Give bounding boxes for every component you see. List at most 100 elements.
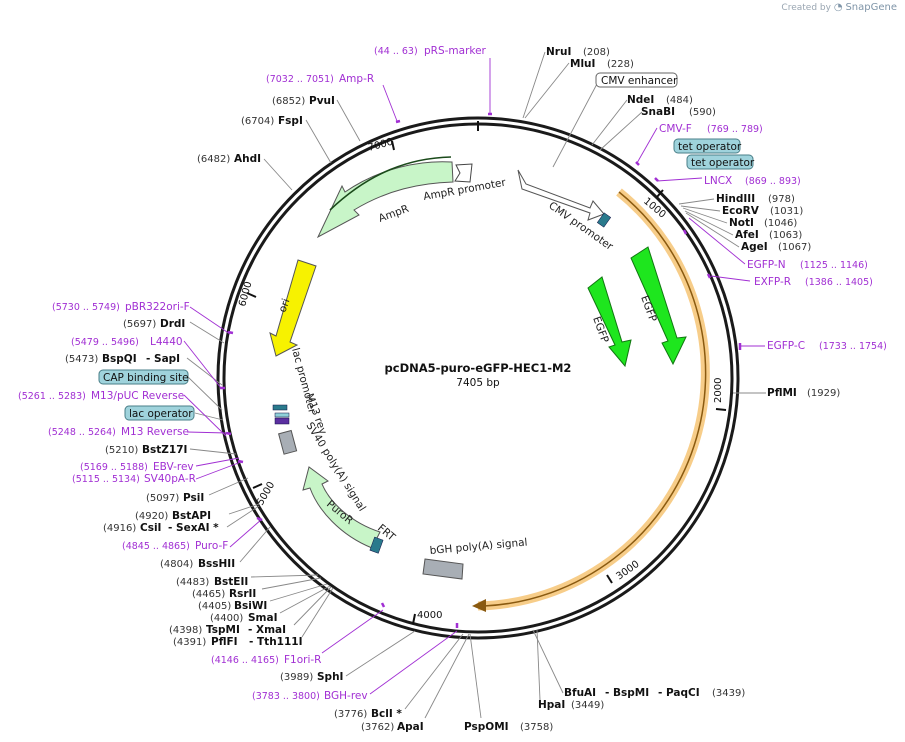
ori-label: ori (277, 297, 293, 314)
enzyme-hpai-pos: (3449) (571, 700, 604, 711)
enzyme-csii[interactable]: CsiI (140, 522, 161, 534)
enzyme-rsrii[interactable]: RsrII (229, 588, 256, 600)
primer-exfpr-range: (1386 .. 1405) (805, 277, 873, 288)
enzyme-bsteii-pos: (4483) (176, 577, 209, 588)
primer-purof-name[interactable]: Puro-F (195, 540, 228, 552)
enzyme-fspi[interactable]: FspI (278, 115, 303, 127)
primer-m13puc-name[interactable]: M13/pUC Reverse (91, 390, 184, 402)
enzyme-bsteii[interactable]: BstEII (214, 576, 248, 588)
leader-pvui (336, 99, 361, 142)
primer-egfpc-range: (1733 .. 1754) (819, 341, 887, 352)
tet-operator-box-1[interactable] (673, 138, 741, 154)
primer-lncx-name[interactable]: LNCX (704, 175, 732, 187)
egfp-inner-arrow (587, 276, 632, 368)
leader-agei (685, 212, 740, 248)
primer-f1ori-name[interactable]: F1ori-R (284, 654, 321, 666)
ampr-dark-stripe (329, 156, 452, 211)
enzyme-pvui[interactable]: PvuI (309, 95, 335, 107)
primer-bghrev-range: (3783 .. 3800) (252, 691, 320, 702)
puror-arrow (302, 466, 381, 549)
enzyme-bspmi[interactable]: - BspMI (605, 687, 649, 699)
primer-pbr-range: (5730 .. 5749) (52, 302, 120, 313)
enzyme-sapi[interactable]: - SapI (146, 353, 180, 365)
enzyme-sexai[interactable]: - SexAI * (168, 522, 219, 534)
enzyme-psii[interactable]: PsiI (183, 492, 204, 504)
enzyme-pflmi[interactable]: PflMI (767, 387, 797, 399)
frt-marker (369, 536, 384, 554)
primer-leader-cmvf (636, 127, 658, 164)
primer-ampr-name[interactable]: Amp-R (339, 73, 374, 85)
enzyme-agei[interactable]: AgeI (741, 241, 768, 253)
enzyme-paqci[interactable]: - PaqCI (658, 687, 700, 699)
enzyme-bstapi[interactable]: BstAPI (172, 510, 211, 522)
enzyme-ecorv[interactable]: EcoRV (722, 205, 760, 217)
enzyme-bfuai[interactable]: BfuAI (564, 687, 596, 699)
primer-ebv-name[interactable]: EBV-rev (153, 461, 194, 473)
hec1-orange-arc-line (483, 191, 707, 607)
sv40-polya-box (278, 429, 298, 455)
lac-operator-label: lac operator (129, 408, 193, 420)
primer-site-purof (256, 516, 263, 522)
primer-egfpc-name[interactable]: EGFP-C (767, 340, 805, 352)
primer-f1ori-range: (4146 .. 4165) (211, 655, 279, 666)
primer-cmvf-name[interactable]: CMV-F (659, 123, 692, 135)
primer-site-cmvf (635, 161, 640, 166)
enzyme-snabi[interactable]: SnaBI (641, 106, 675, 118)
enzyme-ndei[interactable]: NdeI (627, 94, 654, 106)
enzyme-drdi[interactable]: DrdI (160, 318, 185, 330)
primer-labels: (44 .. 63) pRS-marker (7032 .. 7051) Amp… (18, 45, 887, 702)
brand-created-by: Created by (781, 3, 831, 13)
enzyme-tth111i[interactable]: - Tth111I (249, 636, 303, 648)
leader-hpai (536, 629, 541, 701)
cap-binding-box[interactable] (98, 369, 189, 385)
enzyme-nrui[interactable]: NruI (546, 46, 571, 58)
enzyme-mlui[interactable]: MluI (570, 58, 595, 70)
leader-bstz17i (189, 448, 237, 455)
enzyme-smai[interactable]: SmaI (248, 612, 278, 624)
primer-bghrev-name[interactable]: BGH-rev (324, 690, 368, 702)
tet-operator-box-2[interactable] (686, 154, 754, 170)
lac-operator-box[interactable] (124, 405, 195, 421)
tick-label-3000: 3000 (614, 559, 641, 583)
enzyme-noti[interactable]: NotI (729, 217, 754, 229)
enzyme-apai[interactable]: ApaI (397, 721, 424, 733)
primer-pbr-name[interactable]: pBR322ori-F (125, 301, 190, 313)
primer-exfpr-name[interactable]: EXFP-R (754, 276, 791, 288)
primer-sv40-name[interactable]: SV40pA-R (144, 473, 196, 485)
primer-l4440-name[interactable]: L4440 (150, 336, 183, 348)
enzyme-bspqi[interactable]: BspQI (102, 353, 137, 365)
enzyme-rsrii-pos: (4465) (192, 589, 225, 600)
egfp-outer-arrow (630, 246, 687, 366)
enzyme-apai-pos: (3762) (361, 722, 394, 733)
primer-prs-name[interactable]: pRS-marker (424, 45, 487, 57)
enzyme-bstz17i[interactable]: BstZ17I (142, 444, 187, 456)
primer-l4440-range: (5479 .. 5496) (71, 337, 139, 348)
enzyme-sphi[interactable]: SphI (317, 671, 343, 683)
enzyme-afei-pos: (1063) (769, 230, 802, 241)
enzyme-tspmi[interactable]: TspMI (206, 624, 240, 636)
leader-ahdi (263, 158, 293, 191)
leader-hindiii (678, 198, 715, 205)
leader-sphi (345, 630, 416, 677)
enzyme-bcli[interactable]: BclI * (371, 708, 402, 720)
enzyme-afei[interactable]: AfeI (735, 229, 759, 241)
primer-leader-f1ori (321, 609, 384, 654)
primer-egfpn-name[interactable]: EGFP-N (747, 259, 786, 271)
primer-m13r-name[interactable]: M13 Reverse (121, 426, 189, 438)
leader-snabi (599, 111, 643, 151)
tick-2000 (715, 408, 727, 411)
enzyme-bsshii[interactable]: BssHII (198, 558, 235, 570)
enzyme-ahdi[interactable]: AhdI (234, 153, 261, 165)
enzyme-hpai[interactable]: HpaI (538, 699, 565, 711)
enzyme-pflfi[interactable]: PflFI (211, 636, 238, 648)
tick-label-7000: 7000 (367, 137, 394, 154)
enzyme-bsiwi[interactable]: BsiWI (234, 600, 267, 612)
enzyme-xmai[interactable]: - XmaI (248, 624, 286, 636)
plasmid-size: 7405 bp (456, 377, 500, 389)
enzyme-hindiii[interactable]: HindIII (716, 193, 755, 205)
cmv-enhancer-box[interactable] (595, 72, 678, 88)
enzyme-ndei-pos: (484) (666, 95, 693, 106)
enzyme-pspomi[interactable]: PspOMI (464, 721, 509, 733)
tick-label-4000: 4000 (417, 610, 442, 621)
enzyme-tspmi-pos: (4398) (169, 625, 202, 636)
